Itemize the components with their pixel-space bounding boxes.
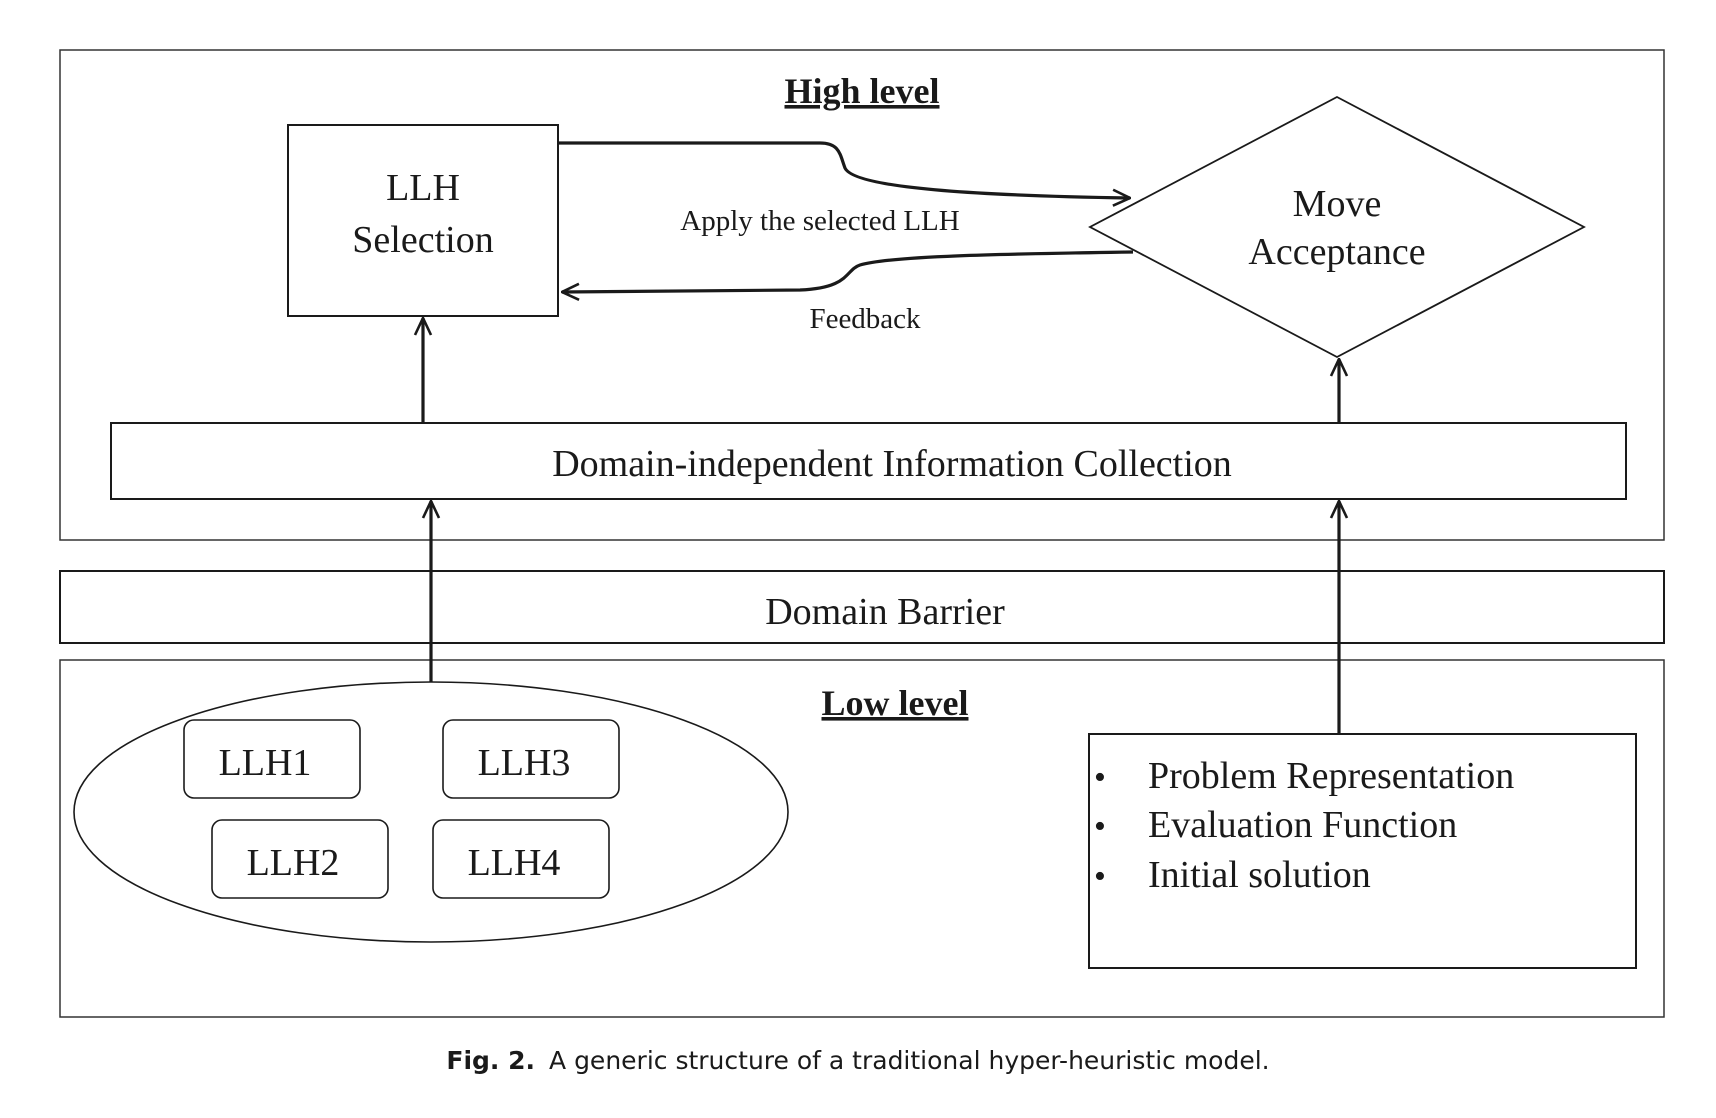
figure-caption-text: A generic structure of a traditional hyp…: [549, 1046, 1270, 1075]
llh3-box: [442, 719, 620, 799]
llh2-label: LLH2: [247, 842, 340, 884]
move-acceptance-diamond: [1088, 95, 1586, 359]
feedback-arrow: [562, 250, 1134, 292]
llh-selection-box: [287, 124, 559, 317]
figure-caption: Fig. 2. A generic structure of a traditio…: [0, 1046, 1716, 1075]
llh3-label: LLH3: [478, 742, 571, 784]
info-collection-box: [110, 422, 1627, 500]
low-level-title: Low level: [822, 683, 969, 723]
apply-arrow: [558, 141, 1130, 198]
bullet-3: •: [1094, 858, 1106, 895]
llh2-box: [211, 819, 389, 899]
domain-barrier-box: [59, 570, 1665, 644]
domain-details-box: [1088, 733, 1637, 969]
llh4-box: [432, 819, 610, 899]
domain-item-initial-solution: Initial solution: [1148, 854, 1371, 896]
high-level-title: High level: [785, 71, 940, 111]
domain-barrier-label: Domain Barrier: [765, 591, 1005, 633]
move-acceptance-line1: Move: [1293, 183, 1382, 225]
high-level-panel: [59, 49, 1665, 541]
feedback-label: Feedback: [809, 303, 921, 335]
llh-selection-line2: Selection: [352, 219, 493, 261]
domain-item-evaluation-function: Evaluation Function: [1148, 804, 1457, 846]
apply-label: Apply the selected LLH: [680, 205, 959, 237]
bullet-2: •: [1094, 808, 1106, 845]
llh1-label: LLH1: [219, 742, 312, 784]
llh-selection-line1: LLH: [386, 167, 460, 209]
bullet-1: •: [1094, 759, 1106, 796]
llh1-box: [183, 719, 361, 799]
heuristics-pool: [73, 681, 789, 943]
domain-item-problem-representation: Problem Representation: [1148, 755, 1514, 797]
figure-label: Fig. 2.: [446, 1046, 536, 1075]
llh4-label: LLH4: [468, 842, 561, 884]
move-acceptance-line2: Acceptance: [1248, 231, 1425, 273]
info-collection-label: Domain-independent Information Collectio…: [552, 443, 1232, 485]
low-level-panel: [59, 659, 1665, 1018]
